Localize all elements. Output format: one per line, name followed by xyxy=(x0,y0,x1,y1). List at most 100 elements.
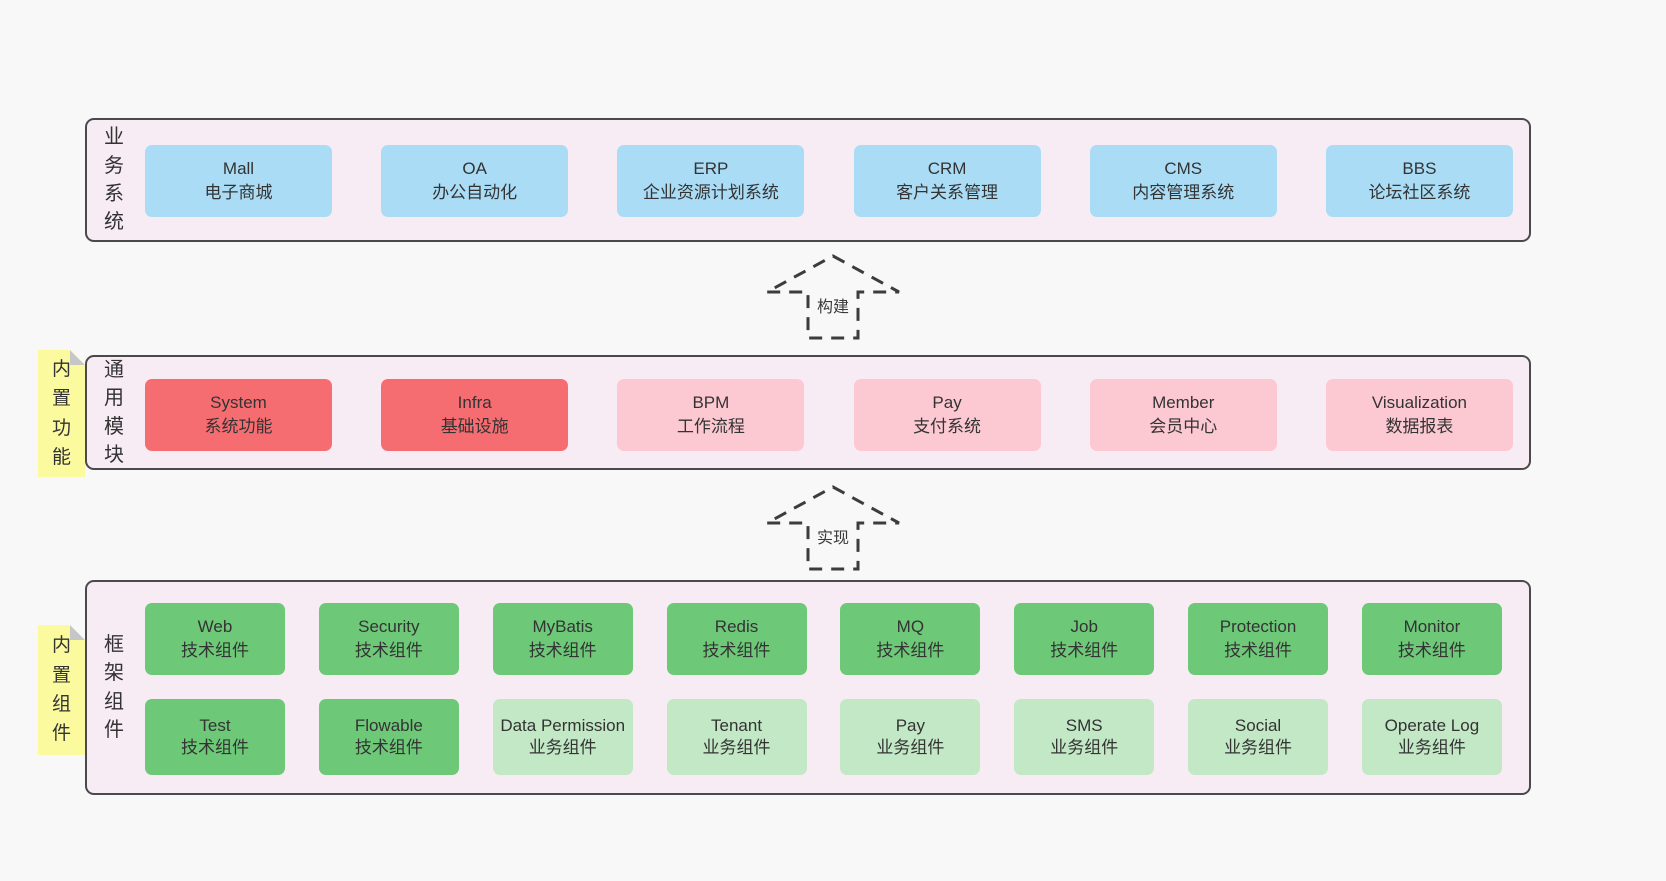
box-name: Redis xyxy=(714,616,759,636)
box-job: Job 技术组件 xyxy=(1014,603,1155,675)
sticky-fold-icon xyxy=(70,350,85,365)
box-desc: 技术组件 xyxy=(181,738,249,757)
box-name: SMS xyxy=(1065,715,1103,735)
sticky-fold-icon xyxy=(70,625,85,640)
box-operate-log: Operate Log 业务组件 xyxy=(1361,699,1502,775)
box-desc: 会员中心 xyxy=(1149,417,1218,436)
layer-business-systems: 业务系统 Mall 电子商城 OA 办公自动化 ERP 企业资源计划系统 CRM… xyxy=(85,118,1531,242)
box-sms: SMS 业务组件 xyxy=(1014,699,1155,775)
implement-arrow: 实现 xyxy=(0,484,1666,572)
box-desc: 技术组件 xyxy=(354,738,423,757)
sticky-text: 内置组件 xyxy=(51,635,71,745)
box-name: System xyxy=(210,392,267,412)
box-infra: Infra 基础设施 xyxy=(381,379,569,451)
box-desc: 业务组件 xyxy=(1050,738,1119,757)
sticky-text: 内置功能 xyxy=(51,358,71,468)
box-bpm: BPM 工作流程 xyxy=(617,379,805,451)
box-name: OA xyxy=(462,158,487,178)
layer-business-label: 业务系统 xyxy=(102,120,126,240)
box-desc: 论坛社区系统 xyxy=(1368,183,1471,202)
box-visualization: Visualization 数据报表 xyxy=(1325,379,1513,451)
layer-modules-label: 通用模块 xyxy=(102,357,126,468)
box-pay-module: Pay 支付系统 xyxy=(853,379,1041,451)
implement-arrow-label: 实现 xyxy=(813,524,853,548)
sticky-note-builtin-features: 内置功能 xyxy=(38,350,85,477)
components-row-2: Test 技术组件 Flowable 技术组件 Data Permission … xyxy=(145,699,1502,775)
box-name: Test xyxy=(199,715,231,735)
box-tenant: Tenant 业务组件 xyxy=(666,699,807,775)
box-name: Tenant xyxy=(711,715,763,735)
box-web: Web 技术组件 xyxy=(145,603,285,675)
layer-business-label-text: 业务系统 xyxy=(104,126,124,234)
box-desc: 业务组件 xyxy=(1397,738,1466,757)
components-row-1: Web 技术组件 Security 技术组件 MyBatis 技术组件 Redi… xyxy=(145,603,1502,675)
box-flowable: Flowable 技术组件 xyxy=(318,699,459,775)
box-name: Visualization xyxy=(1371,392,1467,412)
box-name: CMS xyxy=(1164,158,1203,178)
box-name: BBS xyxy=(1402,158,1437,178)
box-erp: ERP 企业资源计划系统 xyxy=(617,145,805,217)
box-crm: CRM 客户关系管理 xyxy=(853,145,1041,217)
box-desc: 业务组件 xyxy=(1224,738,1293,757)
layer-common-modules: 内置功能 通用模块 System 系统功能 Infra 基础设施 BPM 工作流… xyxy=(85,355,1531,470)
box-desc: 企业资源计划系统 xyxy=(642,183,779,202)
build-arrow-label: 构建 xyxy=(813,293,853,317)
box-desc: 客户关系管理 xyxy=(896,183,999,202)
box-data-permission: Data Permission 业务组件 xyxy=(492,699,633,775)
box-desc: 电子商城 xyxy=(204,183,273,202)
box-name: MQ xyxy=(896,616,925,636)
box-protection: Protection 技术组件 xyxy=(1188,603,1329,675)
layer-framework-components: 内置组件 框架组件 Web 技术组件 Security 技术组件 MyBatis… xyxy=(85,580,1531,795)
layer-modules-label-text: 通用模块 xyxy=(104,358,124,466)
layer-components-label-text: 框架组件 xyxy=(104,633,124,741)
box-name: MyBatis xyxy=(532,616,593,636)
box-desc: 办公自动化 xyxy=(432,183,518,202)
box-name: Security xyxy=(358,616,420,636)
box-system: System 系统功能 xyxy=(145,379,332,451)
box-monitor: Monitor 技术组件 xyxy=(1361,603,1502,675)
box-name: BPM xyxy=(692,392,730,412)
box-name: Pay xyxy=(895,715,926,735)
box-oa: OA 办公自动化 xyxy=(381,145,569,217)
box-desc: 技术组件 xyxy=(702,641,771,660)
box-security: Security 技术组件 xyxy=(318,603,459,675)
box-name: Operate Log xyxy=(1384,715,1480,735)
box-desc: 技术组件 xyxy=(876,641,945,660)
box-desc: 数据报表 xyxy=(1385,417,1454,436)
box-cms: CMS 内容管理系统 xyxy=(1089,145,1277,217)
box-name: Monitor xyxy=(1403,616,1461,636)
box-desc: 业务组件 xyxy=(876,738,945,757)
box-desc: 技术组件 xyxy=(1224,641,1293,660)
box-desc: 技术组件 xyxy=(354,641,423,660)
box-desc: 技术组件 xyxy=(1050,641,1119,660)
box-desc: 业务组件 xyxy=(702,738,771,757)
box-name: Protection xyxy=(1219,616,1297,636)
build-arrow: 构建 xyxy=(0,253,1666,341)
box-name: Mall xyxy=(222,158,255,178)
box-name: Job xyxy=(1070,616,1098,636)
box-redis: Redis 技术组件 xyxy=(666,603,807,675)
box-desc: 内容管理系统 xyxy=(1132,183,1235,202)
box-bbs: BBS 论坛社区系统 xyxy=(1325,145,1513,217)
business-box-row: Mall 电子商城 OA 办公自动化 ERP 企业资源计划系统 CRM 客户关系… xyxy=(145,145,1513,217)
box-desc: 工作流程 xyxy=(676,417,745,436)
box-member: Member 会员中心 xyxy=(1089,379,1277,451)
box-name: CRM xyxy=(927,158,967,178)
box-mybatis: MyBatis 技术组件 xyxy=(492,603,633,675)
box-desc: 技术组件 xyxy=(528,641,597,660)
box-desc: 系统功能 xyxy=(204,417,273,436)
box-desc: 基础设施 xyxy=(440,417,509,436)
modules-box-row: System 系统功能 Infra 基础设施 BPM 工作流程 Pay 支付系统… xyxy=(145,379,1513,451)
box-social: Social 业务组件 xyxy=(1188,699,1329,775)
box-name: Pay xyxy=(932,392,962,412)
box-name: Social xyxy=(1234,715,1282,735)
box-mall: Mall 电子商城 xyxy=(145,145,332,217)
box-name: ERP xyxy=(693,158,729,178)
box-name: Flowable xyxy=(354,715,423,735)
box-name: Member xyxy=(1152,392,1215,412)
sticky-note-builtin-components: 内置组件 xyxy=(38,625,85,755)
box-name: Web xyxy=(197,616,233,636)
layer-components-label: 框架组件 xyxy=(102,582,126,793)
box-name: Data Permission xyxy=(500,715,626,735)
box-desc: 支付系统 xyxy=(913,417,982,436)
